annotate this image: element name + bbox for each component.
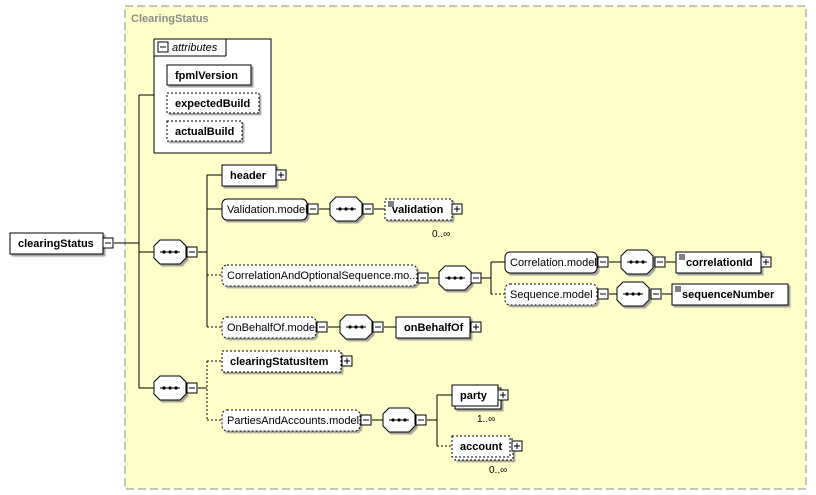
collapse-icon[interactable] [316, 321, 328, 333]
root-element[interactable]: clearingStatus [9, 232, 114, 255]
svg-text:OnBehalfOf.model: OnBehalfOf.model [227, 322, 318, 334]
collapse-icon[interactable] [157, 41, 169, 53]
svg-text:onBehalfOf: onBehalfOf [404, 322, 464, 334]
expand-icon[interactable] [497, 389, 509, 401]
collapse-icon[interactable] [654, 256, 666, 268]
on-behalf-of-element[interactable]: onBehalfOf [395, 316, 482, 339]
party-element[interactable]: party 1..∞ [451, 384, 509, 425]
svg-text:account: account [460, 441, 503, 453]
correlation-model-group[interactable]: Correlation.model [504, 251, 609, 274]
svg-text:Correlation.model: Correlation.model [510, 257, 597, 269]
collapse-icon[interactable] [362, 203, 374, 215]
sequence-compositor[interactable] [339, 314, 384, 340]
collapse-icon[interactable] [360, 414, 372, 426]
collapse-icon[interactable] [307, 203, 319, 215]
attribute-expected-build[interactable]: expectedBuild [166, 92, 260, 114]
correlation-id-element[interactable]: correlationId [675, 251, 772, 274]
validation-element[interactable]: validation 0..∞ [384, 198, 463, 240]
on-behalf-of-model-group[interactable]: OnBehalfOf.model [221, 316, 328, 339]
collapse-icon[interactable] [597, 256, 609, 268]
svg-text:actualBuild: actualBuild [175, 126, 234, 138]
svg-text:Validation.model: Validation.model [227, 204, 308, 216]
collapse-icon[interactable] [186, 246, 198, 258]
svg-text:header: header [230, 170, 267, 182]
svg-text:expectedBuild: expectedBuild [175, 98, 250, 110]
svg-text:validation: validation [392, 204, 444, 216]
expand-icon[interactable] [341, 355, 353, 367]
svg-text:clearingStatusItem: clearingStatusItem [230, 356, 329, 368]
collapse-icon[interactable] [102, 237, 114, 249]
sequence-compositor[interactable] [153, 375, 198, 401]
attribute-fpml-version[interactable]: fpmlVersion [166, 64, 252, 86]
occurrence-label: 1..∞ [477, 414, 495, 425]
complex-type-name: ClearingStatus [131, 13, 209, 25]
sequence-compositor[interactable] [616, 281, 662, 307]
svg-text:CorrelationAndOptionalSequence: CorrelationAndOptionalSequence.mo... [227, 270, 418, 282]
expand-icon[interactable] [275, 169, 287, 181]
sequence-compositor[interactable] [438, 265, 482, 291]
svg-text:party: party [460, 390, 488, 402]
header-element[interactable]: header [221, 164, 287, 187]
occurrence-label: 0..∞ [432, 229, 450, 240]
sequence-compositor[interactable] [153, 239, 198, 265]
collapse-icon[interactable] [372, 321, 384, 333]
svg-text:Sequence.model: Sequence.model [510, 289, 593, 301]
occurrence-label: 0..∞ [489, 465, 507, 476]
svg-text:sequenceNumber: sequenceNumber [682, 289, 775, 301]
collapse-icon[interactable] [415, 414, 427, 426]
collapse-icon[interactable] [186, 382, 198, 394]
account-element[interactable]: account 0..∞ [451, 435, 523, 476]
sequence-compositor[interactable] [620, 249, 666, 275]
validation-model-group[interactable]: Validation.model [221, 198, 319, 221]
connector-lines [114, 94, 676, 447]
collapse-icon[interactable] [650, 288, 662, 300]
svg-text:PartiesAndAccounts.model: PartiesAndAccounts.model [227, 415, 359, 427]
attributes-group: attributes fpmlVersion expectedBuild act… [153, 38, 272, 154]
expand-icon[interactable] [470, 321, 482, 333]
svg-text:clearingStatus: clearingStatus [18, 238, 94, 250]
collapse-icon[interactable] [417, 272, 429, 284]
sequence-model-group[interactable]: Sequence.model [504, 283, 609, 306]
expand-icon[interactable] [511, 440, 523, 452]
sequence-number-element[interactable]: sequenceNumber [671, 283, 789, 306]
sequence-compositor[interactable] [329, 196, 374, 222]
parties-accounts-model-group[interactable]: PartiesAndAccounts.model [221, 409, 372, 432]
sequence-compositor[interactable] [382, 407, 427, 433]
collapse-icon[interactable] [597, 288, 609, 300]
clearing-status-item-element[interactable]: clearingStatusItem [221, 350, 353, 373]
correlation-sequence-model-group[interactable]: CorrelationAndOptionalSequence.mo... [221, 264, 429, 287]
expand-icon[interactable] [760, 256, 772, 268]
svg-text:fpmlVersion: fpmlVersion [175, 70, 238, 82]
expand-icon[interactable] [451, 203, 463, 215]
attributes-title: attributes [172, 42, 218, 54]
svg-text:correlationId: correlationId [686, 257, 753, 269]
attribute-actual-build[interactable]: actualBuild [166, 120, 243, 142]
collapse-icon[interactable] [470, 272, 482, 284]
